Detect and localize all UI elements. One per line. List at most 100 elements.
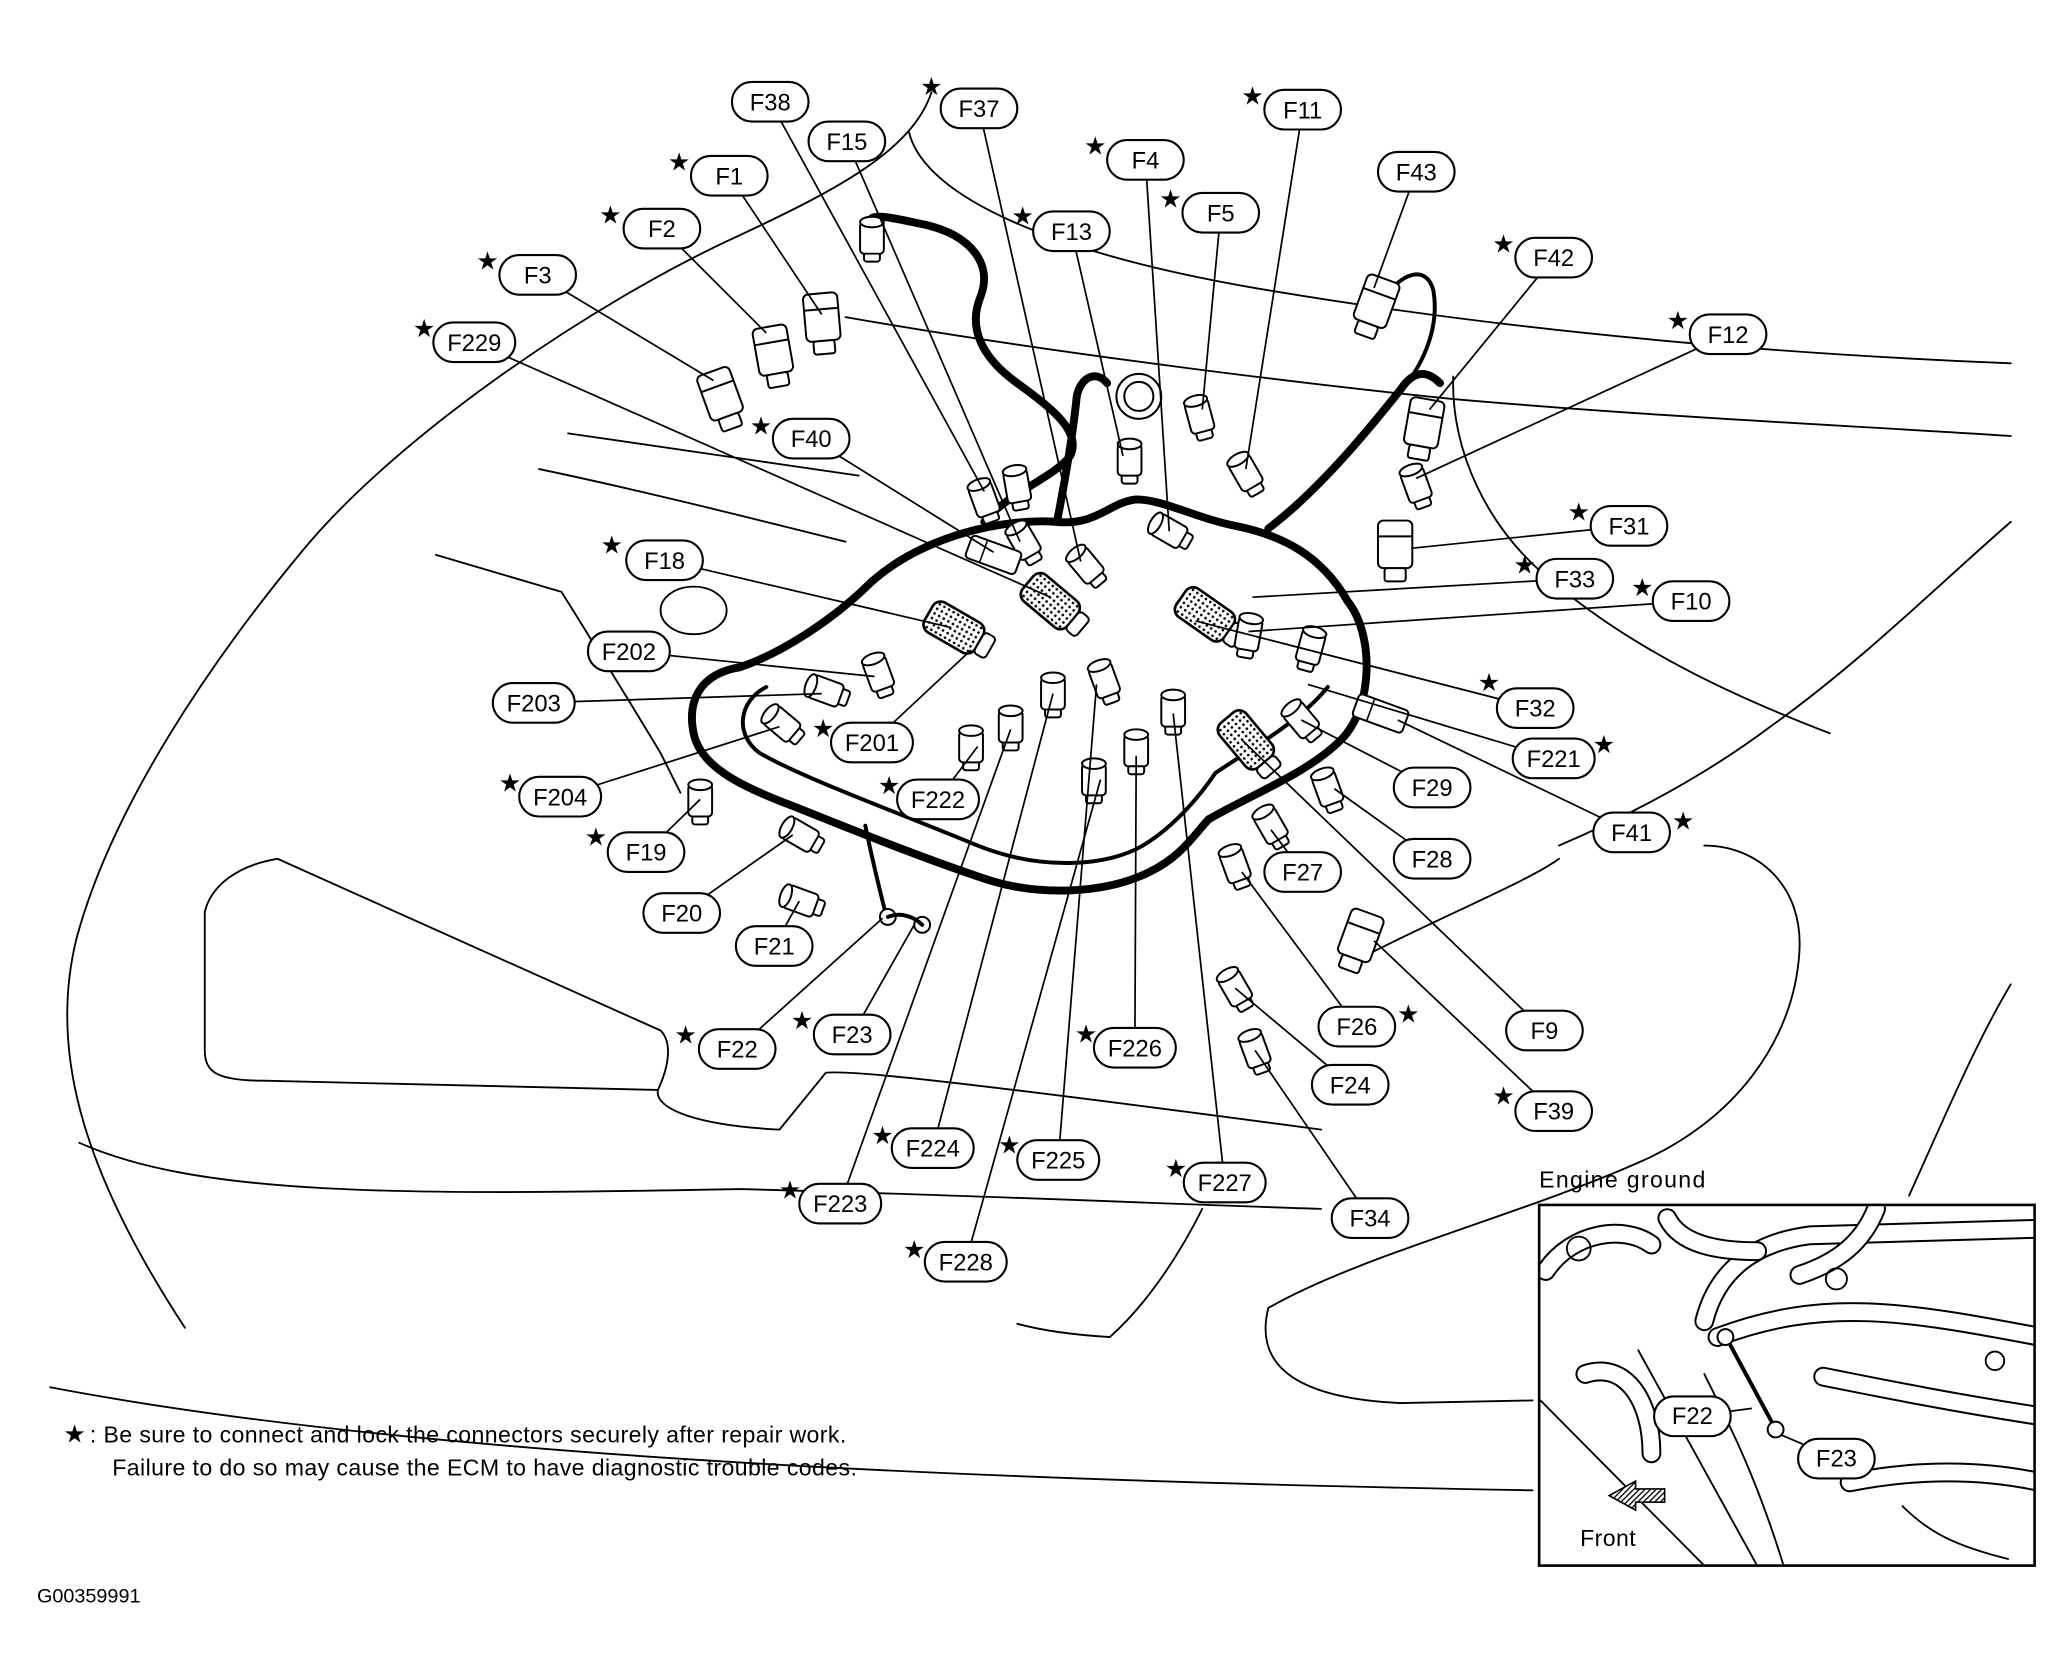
connector-label-f2: F2 ★ (599, 200, 702, 250)
star-marker-icon: ★ (413, 314, 436, 343)
label-pill (1263, 851, 1343, 893)
label-text: F11 (1283, 97, 1322, 124)
connector-icon (1019, 571, 1090, 637)
label-pill (1392, 837, 1472, 880)
label-text: F27 (1282, 860, 1323, 887)
connector-icon (958, 724, 984, 772)
connector-label-f40: F40★ (750, 412, 851, 460)
label-text: F2 (648, 216, 676, 243)
label-pill (642, 892, 722, 934)
label-pill (1495, 687, 1575, 730)
label-text: F10 (1671, 589, 1712, 616)
connector-icon (1146, 511, 1194, 550)
footnote-line-2: Failure to do so may cause the ECM to ha… (112, 1455, 857, 1481)
inset-frame (1537, 1203, 2036, 1567)
connector-icon (1115, 372, 1163, 420)
label-pill (1032, 210, 1111, 253)
star-marker-icon: ★ (1241, 81, 1264, 110)
label-pill (1263, 88, 1343, 131)
label-text: F31 (1609, 513, 1650, 540)
footnote-marker: ★ (63, 1420, 86, 1449)
connector-icon (778, 883, 826, 918)
label-pill (1310, 1063, 1390, 1106)
label-text: F227 (1198, 1170, 1252, 1197)
connector-icon (1001, 464, 1033, 512)
connector-label-f21: F21 (734, 925, 814, 967)
connector-label-f22: F22★ (674, 1021, 777, 1070)
leader-line (1195, 620, 1536, 710)
label-text: F226 (1108, 1035, 1162, 1062)
connector-icon (1398, 462, 1433, 511)
leader-line (1201, 212, 1222, 410)
label-text: F43 (1396, 159, 1437, 186)
connector-icon (1310, 766, 1345, 815)
leader-line (473, 341, 1051, 598)
connector-label-f23: F23★ (791, 1006, 892, 1056)
star-marker-icon: ★ (903, 1235, 926, 1264)
label-text: F5 (1207, 200, 1235, 227)
label-pill (812, 1013, 892, 1056)
connector-label-f202: F202 (586, 630, 671, 673)
star-marker-icon: ★ (998, 1130, 1021, 1159)
connector-label-f223: F223★ (779, 1175, 883, 1225)
leader-line (1241, 739, 1546, 1032)
connector-icon (860, 651, 896, 700)
connector-icon (803, 673, 852, 708)
star-marker-icon: ★ (599, 200, 622, 229)
leader-line (1144, 159, 1171, 532)
leader-line (1415, 333, 1729, 480)
label-pill (923, 1240, 1008, 1283)
connector-icon (802, 291, 842, 356)
figure-id: G00359991 (37, 1586, 140, 1608)
label-text: F4 (1132, 147, 1160, 174)
label-pill (1317, 1005, 1397, 1048)
front-arrow-icon (1607, 1479, 1666, 1512)
leader-line (1241, 871, 1358, 1028)
label-text: F204 (533, 784, 587, 811)
label-text: F1 (715, 163, 743, 190)
footnote-line-1: : Be sure to connect and lock the connec… (90, 1422, 847, 1448)
leader-line (839, 729, 1012, 1204)
connector-label-f4: F4 ★ (1084, 132, 1185, 181)
label-text: F13 (1051, 219, 1092, 246)
connector-label-f37: F37★ (920, 72, 1019, 130)
front-direction-label: Front (1580, 1525, 1636, 1551)
svg-text:F22: F22 (1672, 1403, 1713, 1430)
star-marker-icon: ★ (1159, 184, 1182, 213)
label-text: F9 (1531, 1018, 1559, 1045)
label-text: F32 (1515, 696, 1556, 723)
connector-label-f33: F33★ (1513, 550, 1615, 600)
connector-label-f204: F204★ (499, 768, 603, 818)
leader-line (728, 175, 823, 315)
star-marker-icon: ★ (920, 72, 943, 101)
connector-label-f18: F18★ (600, 531, 704, 582)
label-text: F223 (813, 1191, 867, 1218)
star-marker-icon: ★ (1084, 132, 1107, 161)
label-text: F34 (1350, 1206, 1391, 1233)
leader-line (1373, 940, 1555, 1112)
star-marker-icon: ★ (1397, 1000, 1420, 1029)
connector-icon (997, 704, 1024, 752)
label-text: F20 (661, 901, 702, 928)
connector-icon (1251, 803, 1290, 851)
label-pill (1505, 1009, 1584, 1052)
footnote: ★ : Be sure to connect and lock the conn… (63, 1420, 857, 1481)
leader-line (1397, 719, 1632, 834)
star-marker-icon: ★ (476, 247, 499, 276)
connector-icon (687, 778, 714, 826)
label-pill (622, 207, 702, 250)
label-text: F203 (507, 690, 561, 717)
leader-line (664, 559, 952, 629)
connector-label-f42: F42★ (1492, 229, 1594, 279)
label-text: F41 (1611, 820, 1652, 847)
connector-label-f203: F203 (491, 682, 576, 724)
label-pill (518, 775, 603, 818)
star-marker-icon: ★ (1492, 1082, 1514, 1111)
star-marker-icon: ★ (1631, 573, 1654, 602)
connector-label-f9: F9 (1505, 1009, 1584, 1052)
star-marker-icon: ★ (668, 147, 691, 176)
label-text: F12 (1708, 322, 1749, 349)
label-pill (1688, 313, 1768, 356)
connector-icon (922, 600, 996, 659)
leader-line (1248, 600, 1692, 633)
